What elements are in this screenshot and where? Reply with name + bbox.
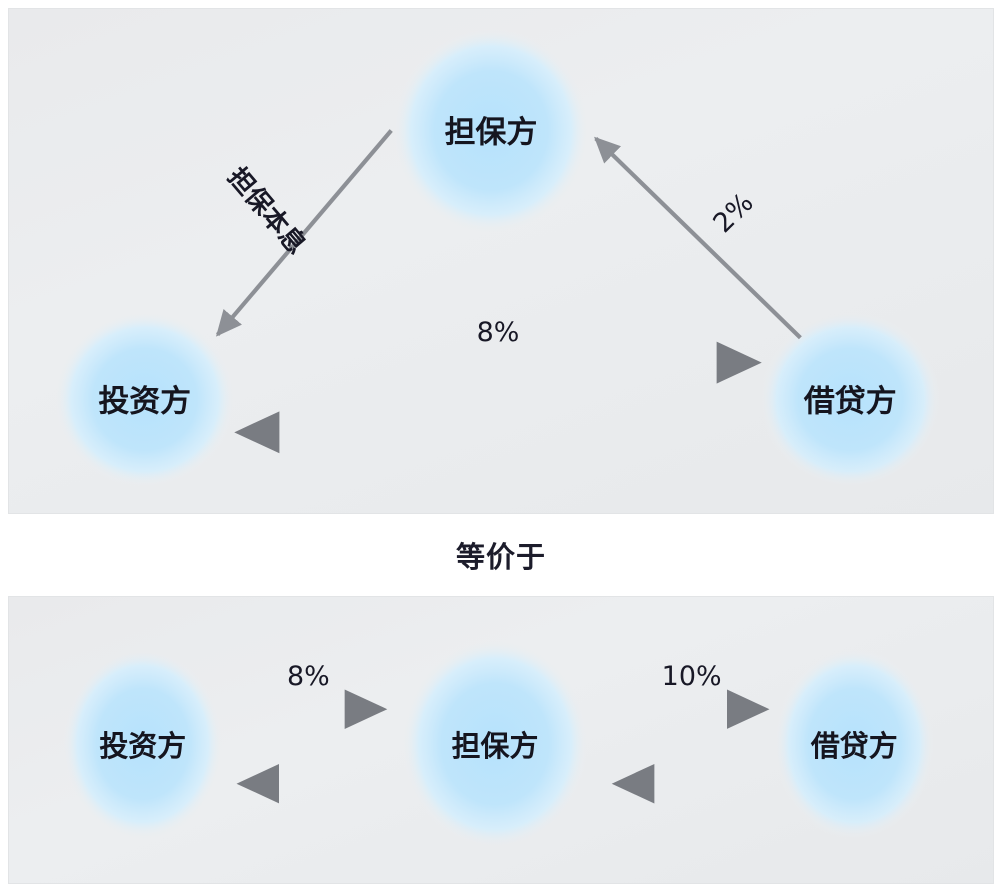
edge-investor-to-guarantor: 8%	[230, 661, 388, 729]
node-investor-label: 投资方	[98, 383, 191, 419]
node-circle	[393, 27, 589, 234]
top-panel-canvas: 担保方 投资方 借贷方 担保本息 2%	[54, 27, 941, 488]
edge-label-2-percent: 2%	[707, 187, 759, 239]
node-guarantor-label: 担保方	[452, 729, 539, 763]
node-borrower-label: 借贷方	[810, 729, 898, 763]
node-borrower-top: 借贷方	[760, 311, 941, 488]
node-guarantor-top: 担保方	[393, 27, 589, 234]
node-circle	[54, 311, 235, 488]
edge-guarantor-to-borrower: 10%	[610, 661, 770, 729]
bottom-diagram-panel: 投资方 担保方 借贷方 8% 10%	[8, 596, 994, 884]
node-borrower-label: 借贷方	[803, 383, 897, 419]
edge-guarantor-to-investor: 担保本息	[215, 129, 393, 337]
node-borrower-bottom: 借贷方	[774, 648, 935, 840]
edge-borrower-to-guarantor: 2%	[594, 136, 802, 340]
edge-line	[215, 129, 393, 337]
node-investor-top: 投资方	[54, 311, 235, 488]
node-circle	[402, 639, 588, 849]
edge-label-10-percent: 10%	[662, 661, 722, 692]
node-circle	[62, 648, 223, 840]
edge-label-8-percent: 8%	[477, 317, 520, 348]
edge-label-8-percent: 8%	[287, 661, 330, 692]
bottom-panel-canvas: 投资方 担保方 借贷方 8% 10%	[62, 639, 935, 849]
top-diagram-panel: 担保方 投资方 借贷方 担保本息 2%	[8, 8, 994, 514]
node-circle	[774, 648, 935, 840]
equivalence-label: 等价于	[455, 540, 546, 574]
equivalence-divider: 等价于	[0, 514, 1002, 596]
edge-line	[594, 136, 802, 340]
node-investor-label: 投资方	[99, 729, 186, 763]
node-guarantor-bottom: 担保方	[402, 639, 588, 849]
node-investor-bottom: 投资方	[62, 648, 223, 840]
edge-investor-to-borrower: 8%	[224, 317, 762, 384]
node-circle	[760, 311, 941, 488]
edge-label-guarantee-principal-interest: 担保本息	[221, 161, 312, 260]
node-guarantor-label: 担保方	[445, 115, 538, 151]
